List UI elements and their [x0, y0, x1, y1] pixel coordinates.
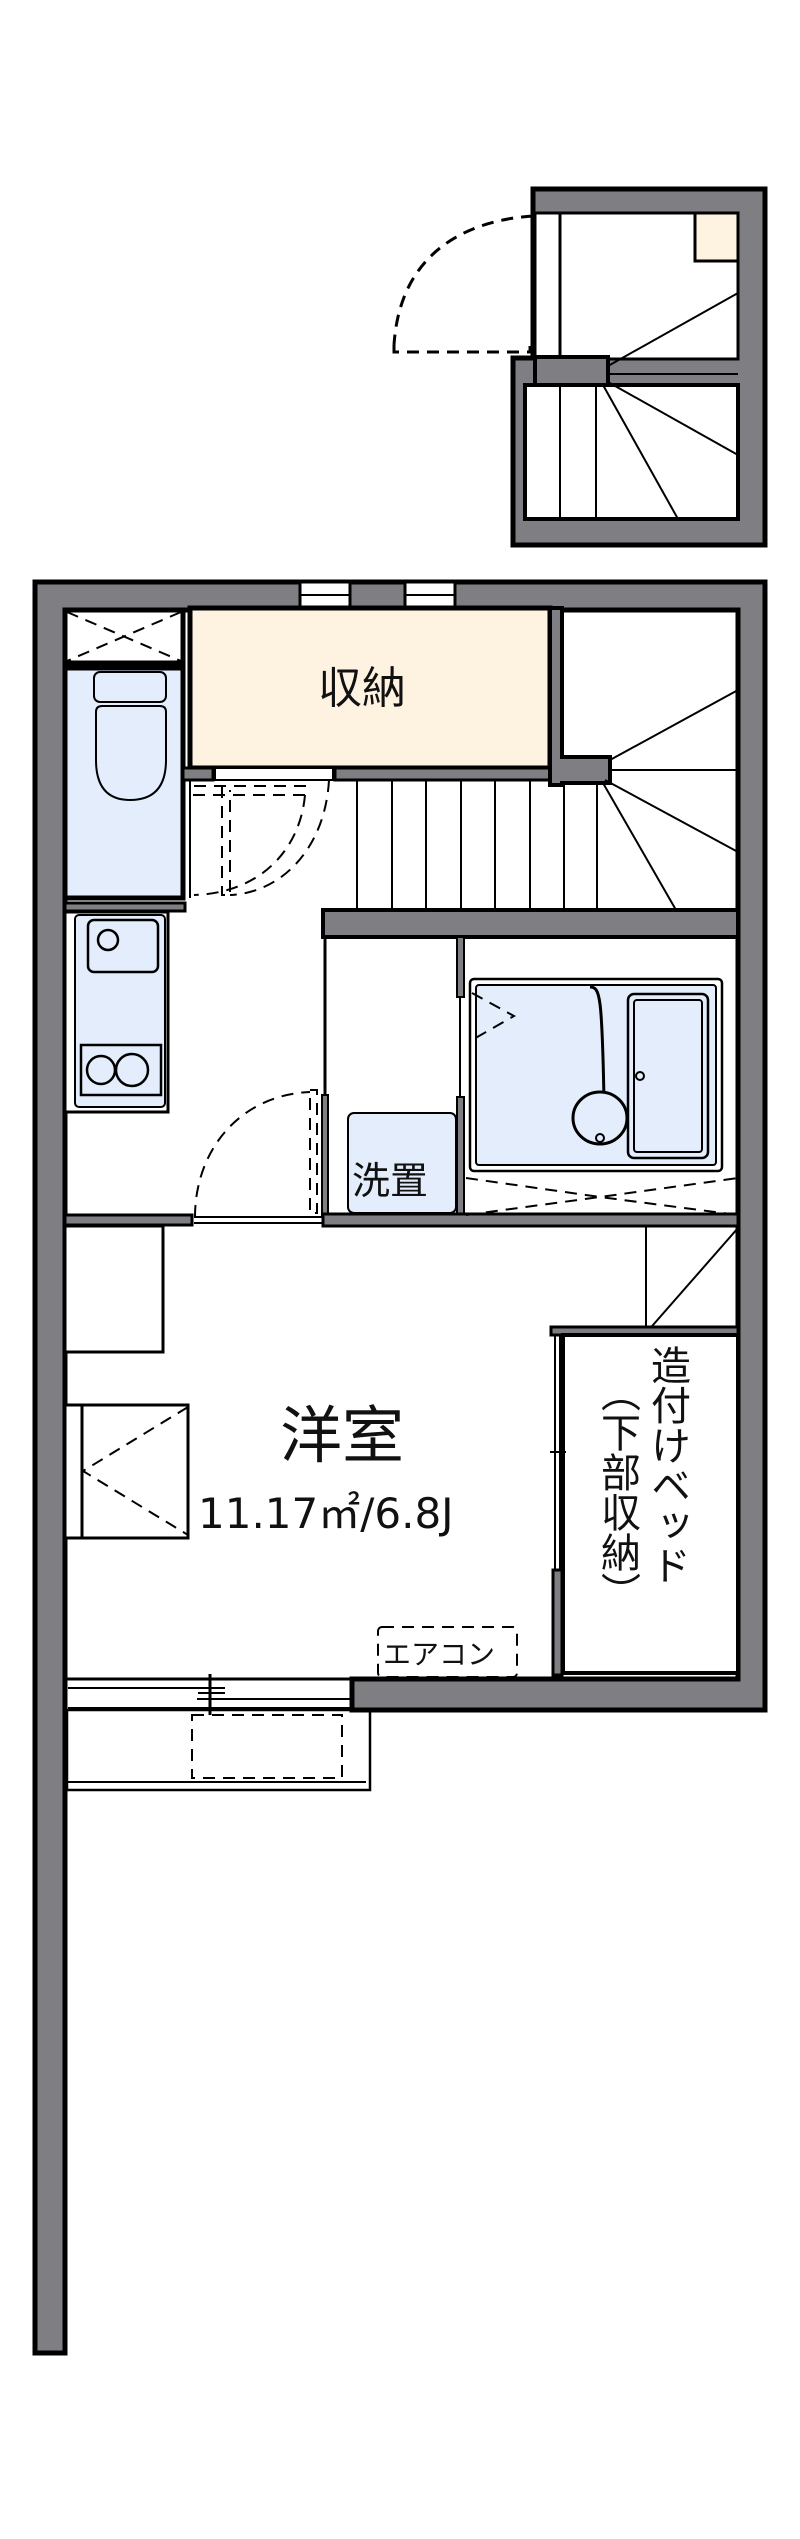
aircon-box: [377, 1626, 518, 1678]
toilet-door: [189, 779, 330, 898]
outer-walls: [32, 579, 768, 2356]
bathroom: [465, 977, 739, 1216]
toilet-icon: [95, 705, 167, 802]
pipe-shaft: [62, 607, 186, 666]
toilet-room: [62, 665, 186, 901]
aircon-label: エアコン: [383, 1638, 496, 1671]
main-stairs: [321, 606, 740, 939]
balcony: [65, 1674, 372, 1792]
washer-space: [347, 1112, 457, 1214]
wash-area: [321, 936, 740, 1228]
room-name: 洋室: [280, 1399, 405, 1472]
built-in-bed: [561, 1333, 740, 1675]
sink-icon: [86, 918, 160, 974]
loft-small-storage: [693, 211, 740, 263]
room-door: [63, 1089, 323, 1227]
built-in-bed-sublabel: （下部収納）: [594, 1372, 640, 1612]
room-area: 11.17㎡/6.8J: [198, 1489, 454, 1538]
door-swing: [392, 214, 534, 346]
loft-stair-block: [392, 186, 768, 548]
storage-label: 収納: [318, 663, 406, 714]
bathtub: [626, 992, 710, 1160]
built-in-bed-label: 造付けベッド: [644, 1345, 690, 1585]
washer-label: 洗置: [352, 1159, 429, 1203]
kitchen: [63, 901, 187, 1114]
western-room-fixtures: [63, 1224, 740, 1678]
